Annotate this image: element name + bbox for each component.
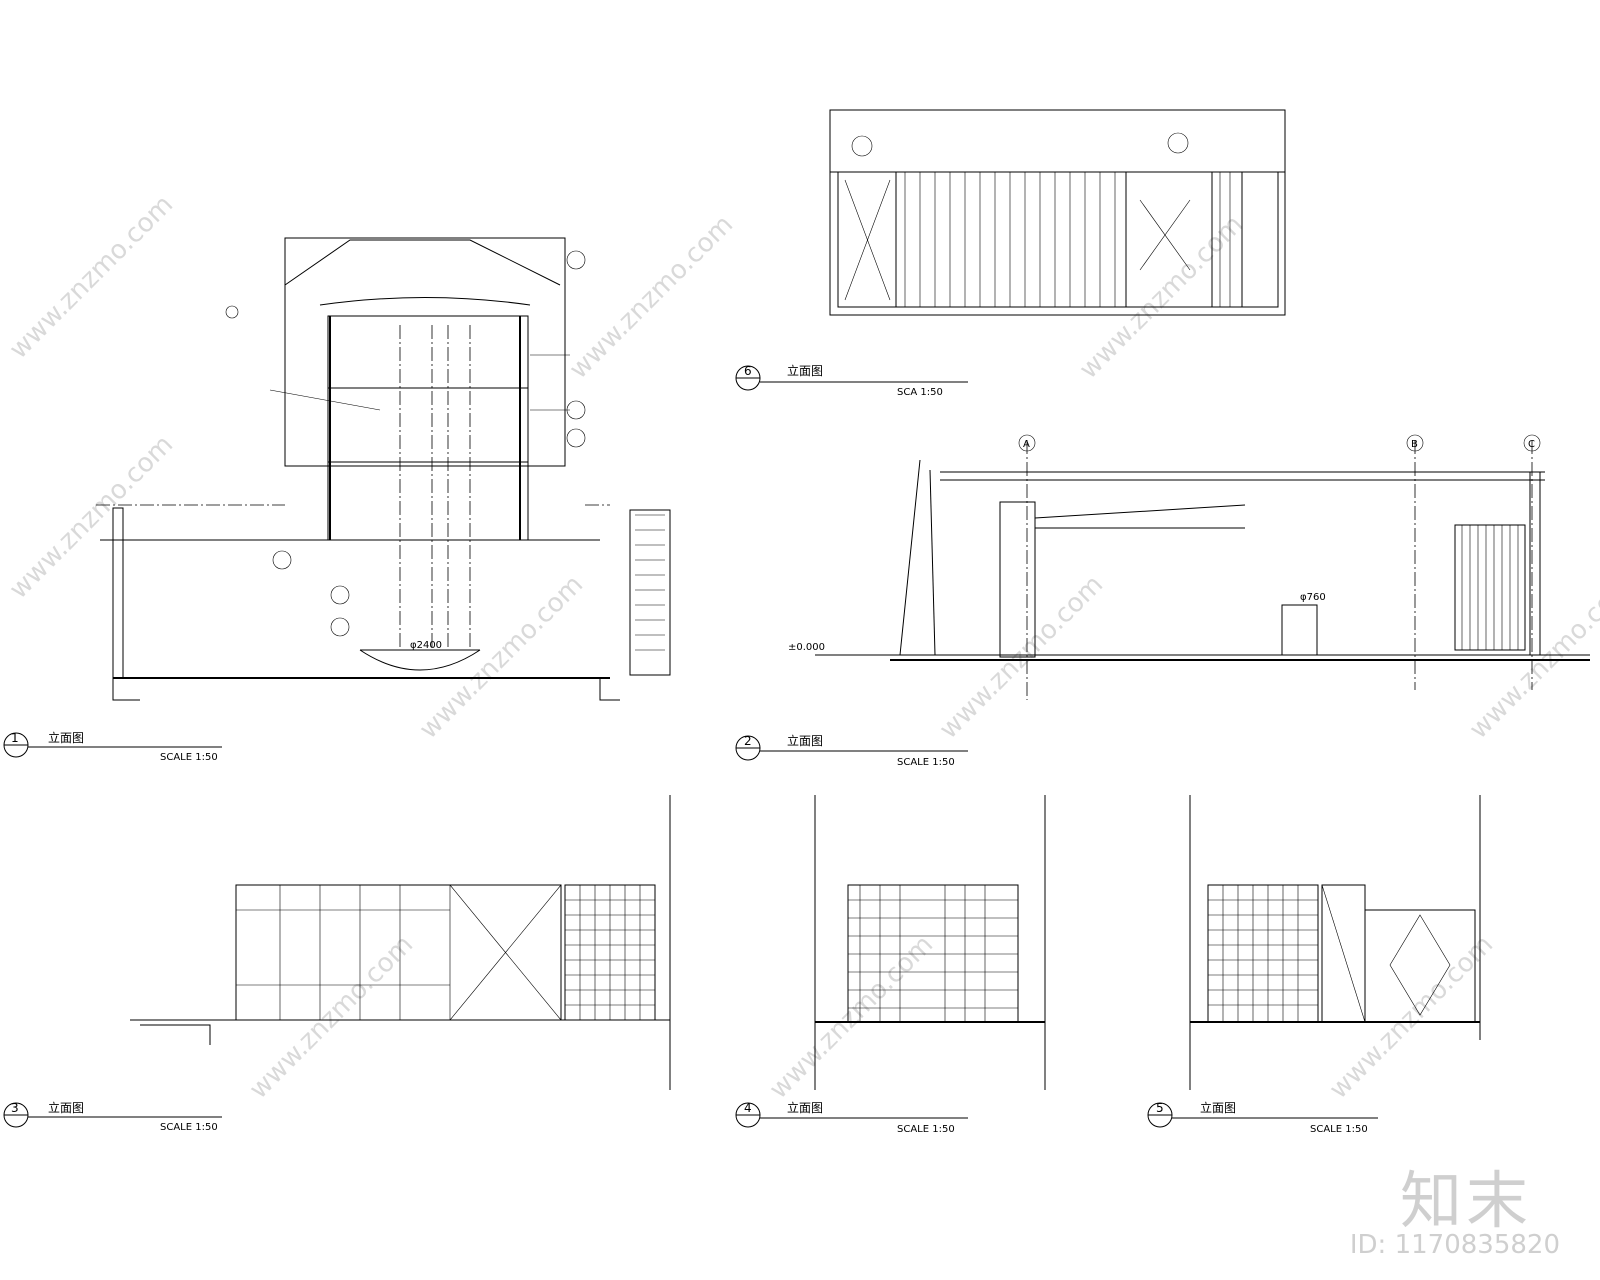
elevation-4: 4 立面图 SCALE 1:50 [735,795,1046,1135]
watermark-text: www.znzmo.com [764,930,939,1105]
elevation-scale: SCALE 1:50 [897,757,955,768]
elevation-scale: SCALE 1:50 [160,752,218,763]
elevation-number: 3 [11,1101,19,1115]
elevation-5: 5 立面图 SCALE 1:50 [1147,795,1481,1135]
grid-axis-a: A [1023,439,1030,450]
watermark-text: www.znzmo.com [244,930,419,1105]
elevation-title: 立面图 [48,730,84,745]
diameter-label: φ760 [1300,592,1326,603]
elevation-scale: SCA 1:50 [897,387,943,398]
watermark-text: www.znzmo.com [4,190,179,365]
elevation-3: 3 立面图 SCALE 1:50 [3,795,671,1133]
elevation-title: 立面图 [787,363,823,378]
watermark-text: www.znzmo.com [4,430,179,605]
elevation-title: 立面图 [1200,1100,1236,1115]
elevation-1: φ2400 1 立面图 SCALE 1:50 [3,237,671,763]
elevation-number: 5 [1156,1101,1164,1115]
watermark-text: www.znzmo.com [414,570,589,745]
image-id-label: ID: 1170835820 [1349,1230,1560,1260]
elevation-6: 6 立面图 SCA 1:50 [735,109,1286,398]
elevation-title: 立面图 [787,733,823,748]
grid-axis-b: B [1411,439,1418,450]
elevation-number: 6 [744,364,752,378]
elevation-scale: SCALE 1:50 [160,1122,218,1133]
grid-axis-c: C [1528,439,1535,450]
level-label: ±0.000 [788,642,825,653]
watermark-text: www.znzmo.com [564,210,739,385]
elevation-title: 立面图 [48,1100,84,1115]
elevation-number: 4 [744,1101,752,1115]
elevation-scale: SCALE 1:50 [897,1124,955,1135]
elevation-2: A B C φ760 ±0.000 2 立面图 SCALE 1:50 [735,434,1590,768]
watermark-text: www.znzmo.com [1324,930,1499,1105]
brand-logo: 知末 [1399,1164,1532,1237]
diameter-label: φ2400 [410,640,442,651]
elevation-scale: SCALE 1:50 [1310,1124,1368,1135]
elevation-title: 立面图 [787,1100,823,1115]
elevation-number: 1 [11,731,19,745]
elevation-number: 2 [744,734,752,748]
